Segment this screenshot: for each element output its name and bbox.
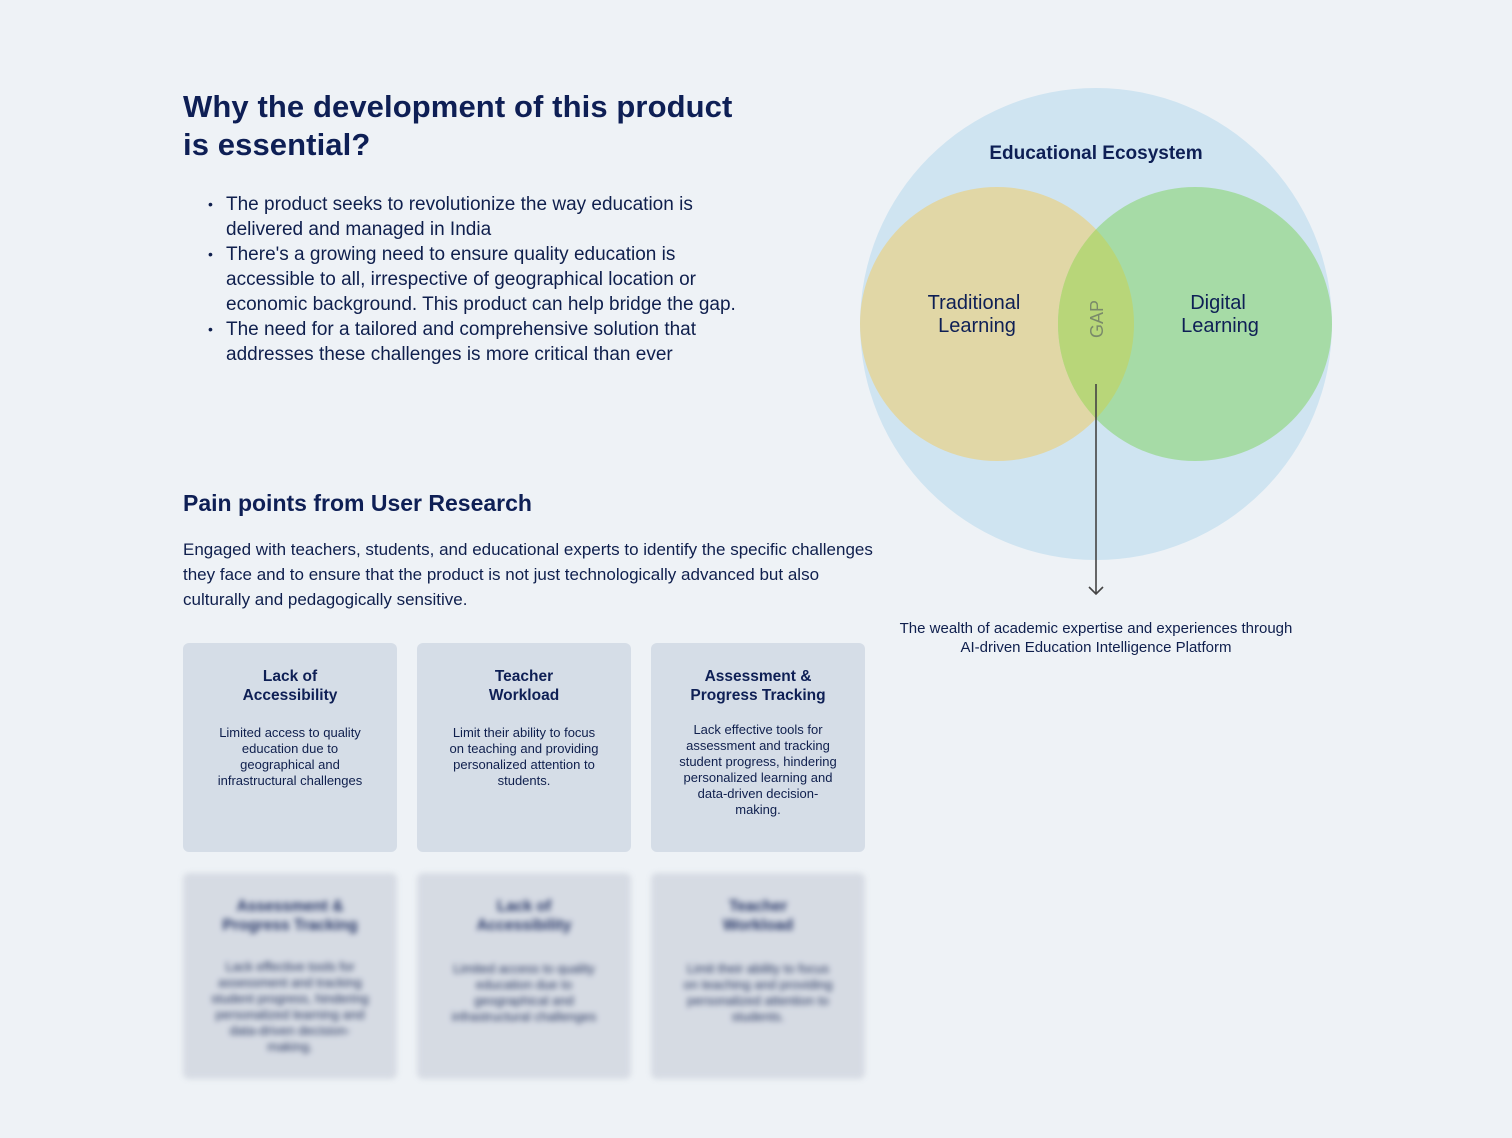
card-body: Limited access to quality education due … — [417, 873, 631, 1079]
blurred-pain-point-cards: Assessment & Progress Tracking Lack effe… — [183, 873, 865, 1079]
pain-card-assessment: Assessment & Progress Tracking Lack effe… — [651, 643, 865, 852]
card-body: Limit their ability to focus on teaching… — [417, 643, 631, 852]
bullet-item: • There's a growing need to ensure qualit… — [183, 242, 743, 317]
bullet-text: There's a growing need to ensure quality… — [226, 244, 736, 315]
card-body: Limited access to quality education due … — [183, 643, 397, 852]
card-title: Lack of Accessibility — [242, 668, 338, 704]
card-body: Lack effective tools for assessment and … — [183, 873, 397, 1079]
card-title: Assessment & Progress Tracking — [222, 898, 358, 934]
arrow-down-icon — [1088, 586, 1104, 596]
card-body: Lack effective tools for assessment and … — [651, 643, 865, 852]
ecosystem-label: Educational Ecosystem — [989, 143, 1202, 164]
bullet-item: • The need for a tailored and comprehensi… — [183, 317, 743, 367]
card-body-text: Limited access to quality education due … — [451, 961, 597, 1024]
card-title: Assessment & Progress Tracking — [690, 668, 826, 704]
bullet-text: The product seeks to revolutionize the w… — [226, 194, 693, 240]
traditional-label-line1: Traditional — [928, 292, 1021, 314]
pain-points-description: Engaged with teachers, students, and edu… — [183, 540, 873, 609]
card-body: Limit their ability to focus on teaching… — [651, 873, 865, 1079]
card-body-text: Lack effective tools for assessment and … — [211, 959, 369, 1054]
education-venn-diagram: Educational Ecosystem Traditional Learni… — [860, 88, 1332, 596]
intro-bullet-list: • The product seeks to revolutionize the … — [183, 192, 743, 367]
pain-card-teacher-workload: Teacher Workload Limit their ability to … — [417, 643, 631, 852]
gap-label: GAP — [1087, 300, 1107, 338]
digital-learning-circle — [1058, 187, 1332, 461]
card-body-text: Limit their ability to focus on teaching… — [683, 961, 833, 1024]
bullet-dot-icon: • — [208, 196, 213, 212]
bullet-dot-icon: • — [208, 321, 213, 337]
blurred-card-assessment: Assessment & Progress Tracking Lack effe… — [183, 873, 397, 1079]
card-body-text: Limit their ability to focus on teaching… — [449, 725, 599, 788]
gap-caption: The wealth of academic expertise and exp… — [899, 620, 1293, 656]
blurred-card-accessibility: Lack of Accessibility Limited access to … — [417, 873, 631, 1079]
traditional-label-line2: Learning — [938, 315, 1016, 337]
bullet-dot-icon: • — [208, 246, 213, 262]
pain-point-cards: Lack of Accessibility Limited access to … — [183, 643, 865, 853]
card-title: Lack of Accessibility — [476, 898, 572, 934]
pain-card-accessibility: Lack of Accessibility Limited access to … — [183, 643, 397, 852]
pain-points-title: Pain points from User Research — [183, 490, 532, 516]
page-title: Why the development of this product is e… — [183, 89, 733, 162]
card-title: Teacher Workload — [488, 668, 560, 704]
card-body-text: Lack effective tools for assessment and … — [679, 722, 837, 817]
digital-label-line1: Digital — [1190, 292, 1246, 314]
traditional-learning-circle — [860, 187, 1134, 461]
bullet-item: • The product seeks to revolutionize the … — [183, 192, 743, 242]
card-title: Teacher Workload — [722, 898, 794, 934]
card-body-text: Limited access to quality education due … — [217, 725, 363, 788]
digital-label-line2: Learning — [1181, 315, 1259, 337]
bullet-text: The need for a tailored and comprehensiv… — [226, 319, 697, 365]
blurred-card-teacher-workload: Teacher Workload Limit their ability to … — [651, 873, 865, 1079]
